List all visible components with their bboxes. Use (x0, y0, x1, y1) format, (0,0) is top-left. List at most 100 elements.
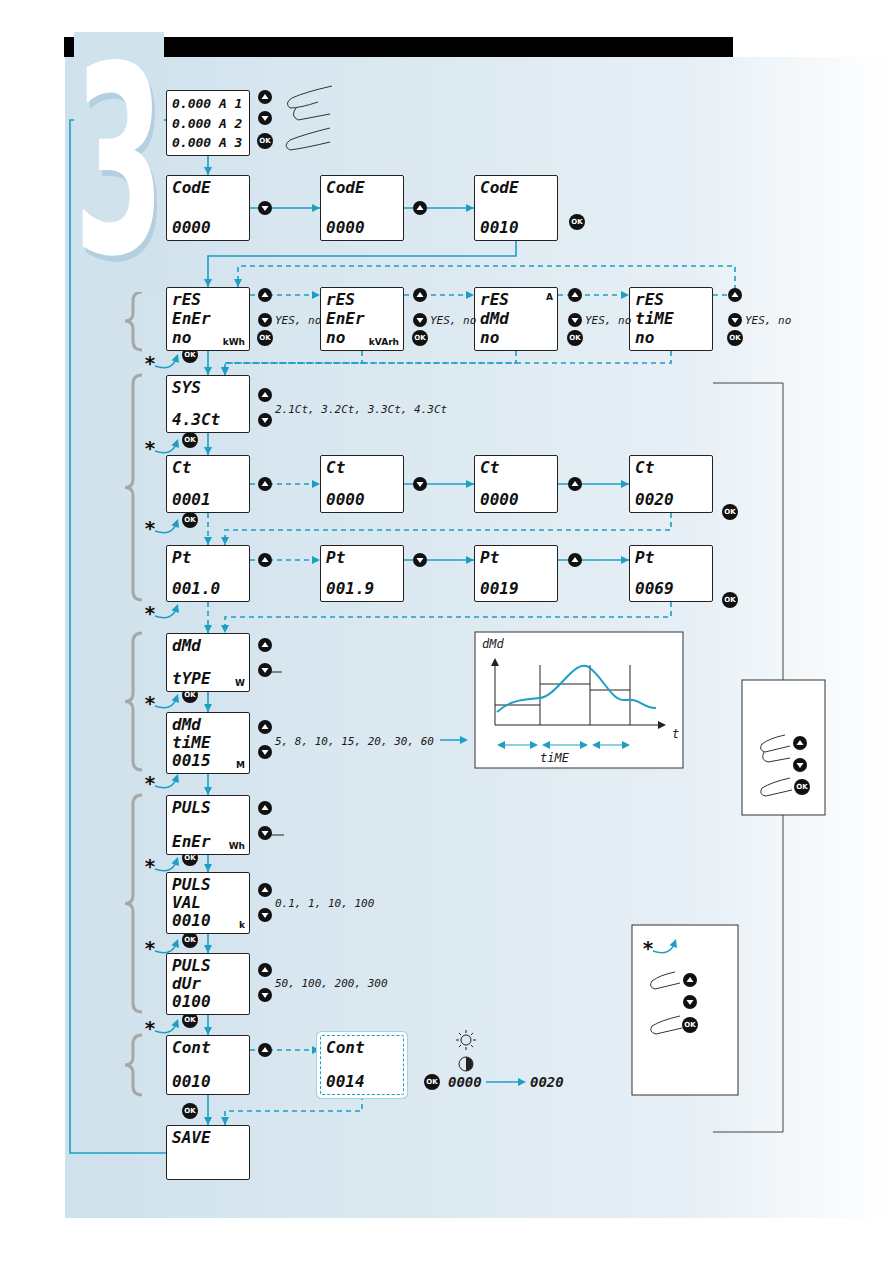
lcd-text: CodE (326, 179, 398, 197)
hand-sketch (761, 778, 792, 796)
lcd-screen: PULSEnErWh (166, 795, 250, 855)
arrow-head (172, 354, 180, 363)
star-mark: * (643, 938, 653, 958)
sun-ray (459, 1045, 461, 1047)
ok-button (722, 504, 738, 520)
up-button (258, 801, 272, 815)
arrow-head (172, 1019, 180, 1028)
lcd-screen: PULSdUr0100 (166, 953, 250, 1015)
up-button (258, 388, 272, 402)
ok-button-text: OK (571, 219, 582, 226)
up-button (258, 1043, 272, 1057)
screen-lines: Ct0020 (635, 459, 707, 509)
ok-button (569, 214, 585, 230)
up-button (568, 553, 582, 567)
ok-button-text: OK (796, 784, 807, 791)
flow-connector (204, 855, 212, 872)
arrow-head (530, 741, 538, 749)
button-arrow (262, 481, 269, 486)
hand-sketch (651, 972, 680, 989)
lcd-screen: Ct0020 (629, 455, 713, 513)
hand-sketch (286, 128, 330, 150)
up-button (258, 638, 272, 652)
lcd-text: Cont (172, 1039, 244, 1057)
lcd-screen: Cont0014 (320, 1035, 404, 1095)
button-arrow (262, 967, 269, 972)
flow-connector (204, 156, 212, 175)
lcd-text: rES (326, 291, 398, 309)
option-list: YES, no (745, 315, 791, 326)
legend-box (632, 925, 738, 1095)
button-arrow (262, 805, 269, 810)
arrow-head (204, 367, 212, 375)
flow-connector (204, 433, 212, 455)
ok-button-text: OK (724, 597, 735, 604)
pointer-arrow (440, 739, 462, 741)
lcd-text: 0100 (172, 993, 244, 1011)
button-arrow (262, 1047, 269, 1052)
lcd-screen: rESEnErnokWh (166, 287, 250, 351)
up-button (728, 288, 742, 302)
lcd-text: dMd (480, 310, 552, 328)
ok-button-text: OK (729, 335, 740, 342)
unit-text: M (236, 760, 245, 770)
up-button (258, 883, 272, 897)
chart-frame (475, 632, 683, 768)
step-line (540, 684, 590, 685)
lcd-text: EnEr (326, 310, 398, 328)
ok-button-text: OK (426, 1079, 437, 1086)
panel-ground (65, 57, 893, 1218)
up-button (413, 201, 427, 215)
ok-button (424, 1074, 440, 1090)
screen-lines: PULSdUr0100 (172, 957, 244, 1011)
star-mark: * (145, 938, 155, 958)
button-arrow (417, 292, 424, 297)
button-arrow (572, 292, 579, 297)
button-arrow (262, 392, 269, 397)
star-mark: * (145, 353, 155, 373)
down-button (683, 995, 697, 1009)
lcd-text: PULS (172, 957, 244, 975)
button-arrow (262, 750, 269, 755)
button-arrow (732, 292, 739, 297)
arrow-head (204, 167, 212, 175)
flow-connector (204, 602, 212, 633)
button-arrow (262, 642, 269, 647)
flow-connector (221, 602, 671, 633)
ok-button-text: OK (184, 352, 195, 359)
screen-lines: rEStiMEno (635, 291, 707, 347)
screen-lines: Pt001.0 (172, 549, 244, 598)
group-brace (125, 375, 142, 600)
lcd-text: 0010 (480, 219, 552, 237)
star-mark: * (145, 1018, 155, 1038)
down-button (568, 313, 582, 327)
connector-line (225, 513, 671, 545)
lcd-text: 0019 (480, 580, 552, 598)
screen-lines: SYS4.3Ct (172, 379, 244, 429)
screen-lines: 0.000 A 10.000 A 20.000 A 3 (172, 94, 244, 152)
arrow-head (221, 1117, 229, 1125)
lcd-screen: PULSVAL0010k (166, 872, 250, 934)
ok-button (682, 1017, 698, 1033)
lcd-text: SYS (172, 379, 244, 397)
arrow-head (172, 857, 180, 866)
flow-connector (204, 1015, 212, 1035)
flow-connector (204, 351, 212, 375)
up-button (258, 90, 272, 104)
screen-lines: CodE0000 (326, 179, 398, 237)
button-arrow (417, 558, 424, 563)
lcd-text: tYPE (172, 670, 244, 688)
chart-axis (495, 725, 662, 726)
arrow-head (204, 279, 212, 287)
screen-lines: Cont0014 (326, 1039, 398, 1091)
lcd-screen: Cont0010 (166, 1035, 250, 1095)
flow-connector (204, 513, 212, 545)
down-button (258, 908, 272, 922)
chart-label: dMd (482, 638, 504, 650)
lcd-screen: dMdtYPEW (166, 633, 250, 692)
down-button (413, 477, 427, 491)
save-screen: SAVE (166, 1125, 250, 1180)
ok-button-text: OK (184, 692, 195, 699)
arrow-head (204, 447, 212, 455)
sun-ray (471, 1045, 473, 1047)
